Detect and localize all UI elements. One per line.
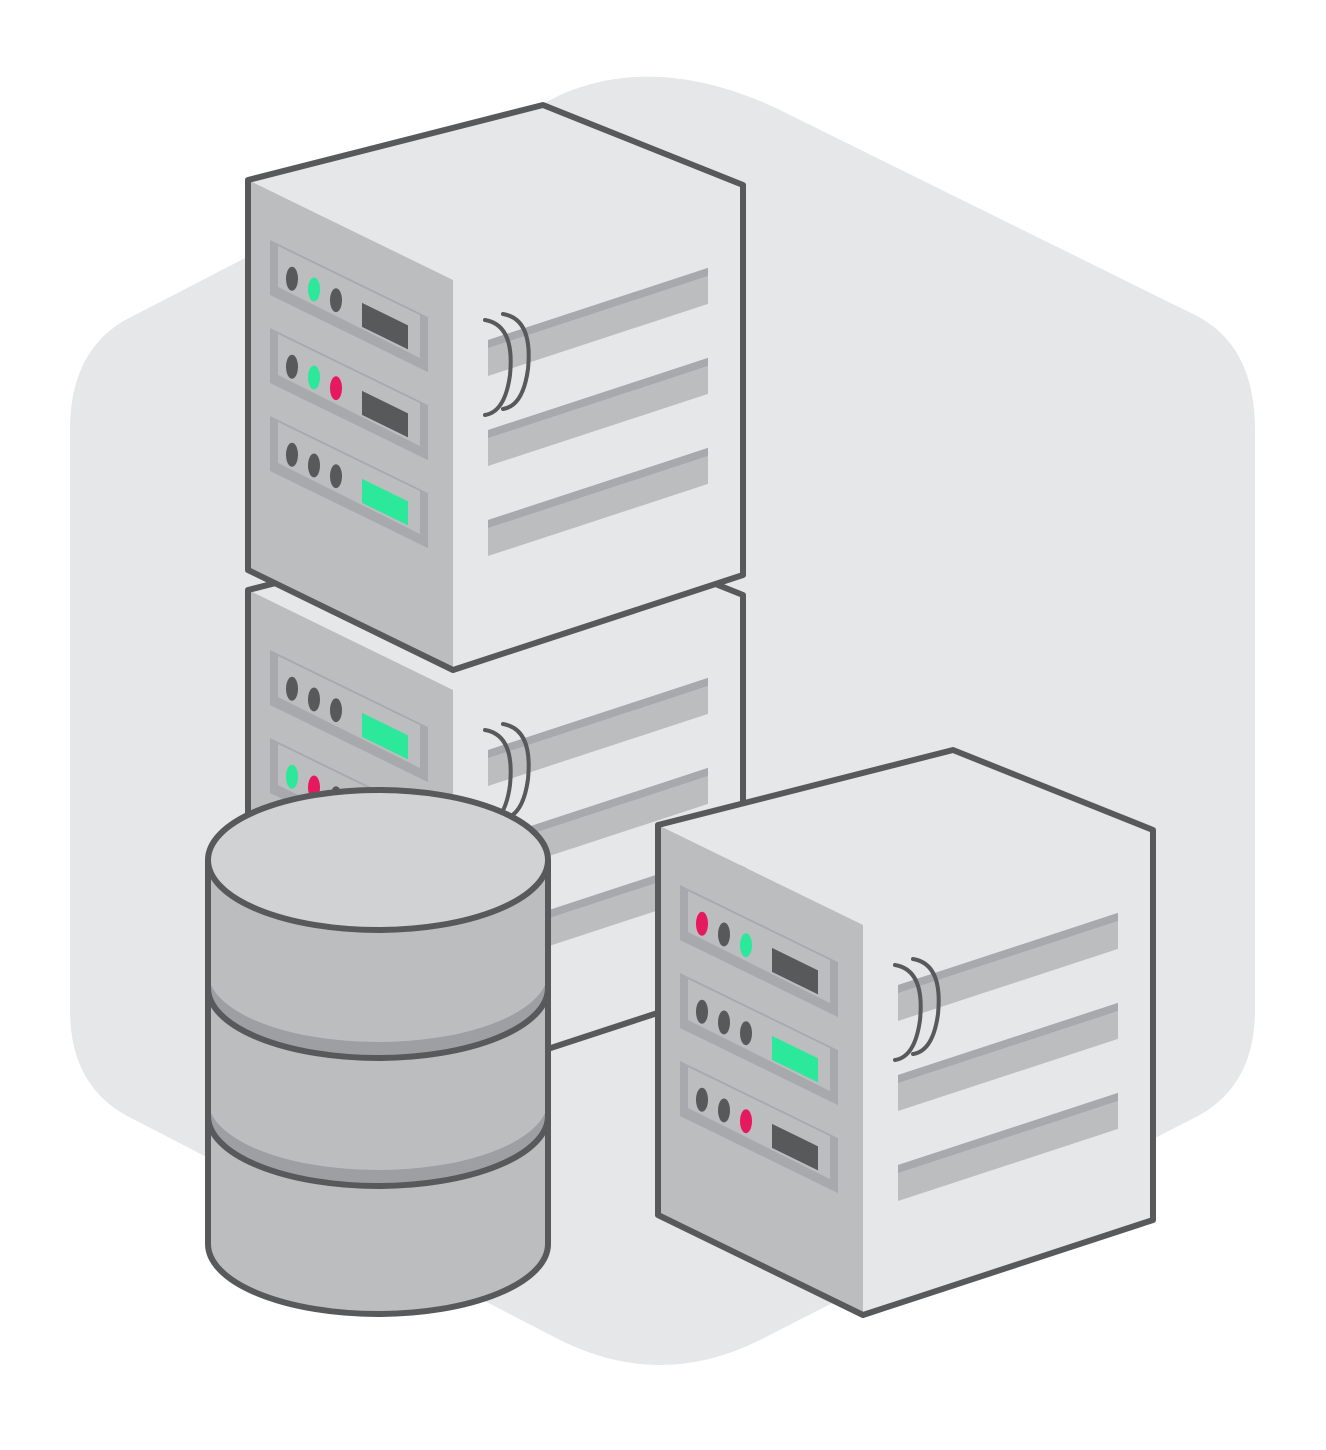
status-led-icon <box>330 464 342 489</box>
vent-slat-shadow <box>488 357 708 438</box>
vent-slat-shadow <box>488 677 708 758</box>
display-panel-icon <box>772 947 818 995</box>
vent-slat <box>488 357 708 466</box>
display-panel-icon <box>362 390 408 438</box>
display-panel-icon <box>362 302 408 350</box>
status-led-icon <box>718 922 730 947</box>
status-led-icon <box>286 354 298 379</box>
vent-slat-shadow <box>898 912 1118 993</box>
status-led-icon <box>286 442 298 467</box>
vent-slat <box>488 447 708 556</box>
vent-slat <box>898 1092 1118 1201</box>
display-panel-icon <box>362 712 408 760</box>
status-led-icon <box>740 1109 752 1134</box>
vent-slat <box>898 912 1118 1021</box>
vent-slat-shadow <box>898 1002 1118 1083</box>
status-led-icon <box>330 698 342 723</box>
server-right <box>655 747 1156 1318</box>
vent-slat-shadow <box>488 767 708 848</box>
handle-icon <box>501 722 531 821</box>
handle-icon <box>911 957 941 1056</box>
database-disk-divider <box>205 1115 551 1189</box>
status-led-icon <box>308 687 320 712</box>
database-icon <box>205 787 551 1317</box>
database-body <box>208 860 548 1314</box>
handle-icon <box>483 318 513 417</box>
status-led-icon <box>696 1087 708 1112</box>
status-led-icon <box>330 288 342 313</box>
status-led-icon <box>740 933 752 958</box>
vent-slat <box>488 267 708 376</box>
database-disk-divider <box>205 987 551 1061</box>
vent-slat-shadow <box>488 267 708 348</box>
status-led-icon <box>308 453 320 478</box>
server-outline <box>655 747 1156 1318</box>
vent-slat <box>898 1002 1118 1111</box>
status-led-icon <box>696 999 708 1024</box>
handle-icon <box>501 312 531 411</box>
status-led-icon <box>330 376 342 401</box>
status-led-icon <box>308 365 320 390</box>
status-led-icon <box>308 277 320 302</box>
vent-slat-shadow <box>898 1092 1118 1173</box>
handle-icon <box>893 963 923 1062</box>
status-led-icon <box>696 911 708 936</box>
status-led-icon <box>718 1010 730 1035</box>
status-led-icon <box>286 676 298 701</box>
status-led-icon <box>718 1098 730 1123</box>
display-panel-icon <box>772 1035 818 1083</box>
database-disk-band <box>208 972 548 1058</box>
status-led-icon <box>740 1021 752 1046</box>
server-upper <box>245 102 746 673</box>
database-disk-band <box>208 1100 548 1186</box>
display-panel-icon <box>772 1123 818 1171</box>
database-outline <box>205 860 551 1317</box>
vent-slat <box>488 677 708 786</box>
status-led-icon <box>286 266 298 291</box>
vent-slat-shadow <box>488 447 708 528</box>
status-led-icon <box>286 764 298 789</box>
database-top <box>205 787 551 933</box>
server-outline <box>245 102 746 673</box>
display-panel-icon <box>362 478 408 526</box>
